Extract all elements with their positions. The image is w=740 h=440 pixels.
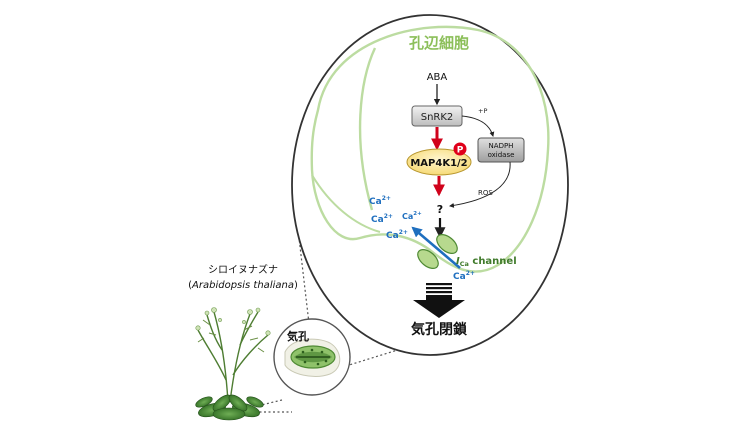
unknown-factor: ? — [437, 203, 443, 216]
stomatal-closure-label: 気孔閉鎖 — [411, 321, 468, 338]
nadph-line2: oxidase — [488, 151, 515, 159]
closure-arrow — [413, 283, 465, 318]
nadph-to-ros-arrow — [449, 161, 511, 208]
ros-label: ROS — [478, 189, 493, 197]
guard-cell-panel: 孔辺細胞 — [291, 14, 569, 356]
ca-ion-5: Ca2+ — [453, 270, 475, 282]
plant-name-ja: シロイヌナズナ — [208, 263, 278, 276]
plant-name-sci: (Arabidopsis thaliana) — [188, 280, 298, 291]
ca-ion-1: Ca2+ — [369, 195, 391, 207]
nadph-box — [477, 137, 525, 163]
signaling-pathway: ABA SnRK2 +P NADPH oxidase MAP4K1/2 P RO… — [369, 72, 525, 338]
phospho-label: +P — [478, 107, 487, 115]
ca-channel — [417, 234, 458, 269]
ca-ion-3: Ca2+ — [402, 211, 422, 221]
map4k-node — [406, 148, 472, 176]
nadph-line1: NADPH — [489, 142, 514, 150]
ca-ion-2: Ca2+ — [371, 213, 393, 225]
stomata-label: 気孔 — [287, 329, 309, 343]
ca-ion-4: Ca2+ — [386, 229, 408, 241]
aba-label: ABA — [427, 72, 448, 83]
ca-influx-arrow — [411, 226, 461, 269]
map4k-label: MAP4K1/2 — [410, 158, 467, 169]
plant-name: シロイヌナズナ (Arabidopsis thaliana) — [188, 263, 298, 291]
guard-cell-title: 孔辺細胞 — [409, 34, 469, 52]
ca-channel-label: ICa channel — [456, 256, 517, 268]
stomata-inset: 気孔 — [273, 318, 351, 396]
phospho-badge — [453, 142, 467, 156]
arabidopsis-plant-illustration — [195, 307, 271, 421]
calcium-ions: Ca2+ Ca2+ Ca2+ Ca2+ Ca2+ — [369, 195, 475, 282]
snrk2-label: SnRK2 — [421, 112, 454, 123]
snrk2-to-nadph-arrow — [461, 115, 495, 137]
phospho-badge-label: P — [457, 146, 464, 156]
